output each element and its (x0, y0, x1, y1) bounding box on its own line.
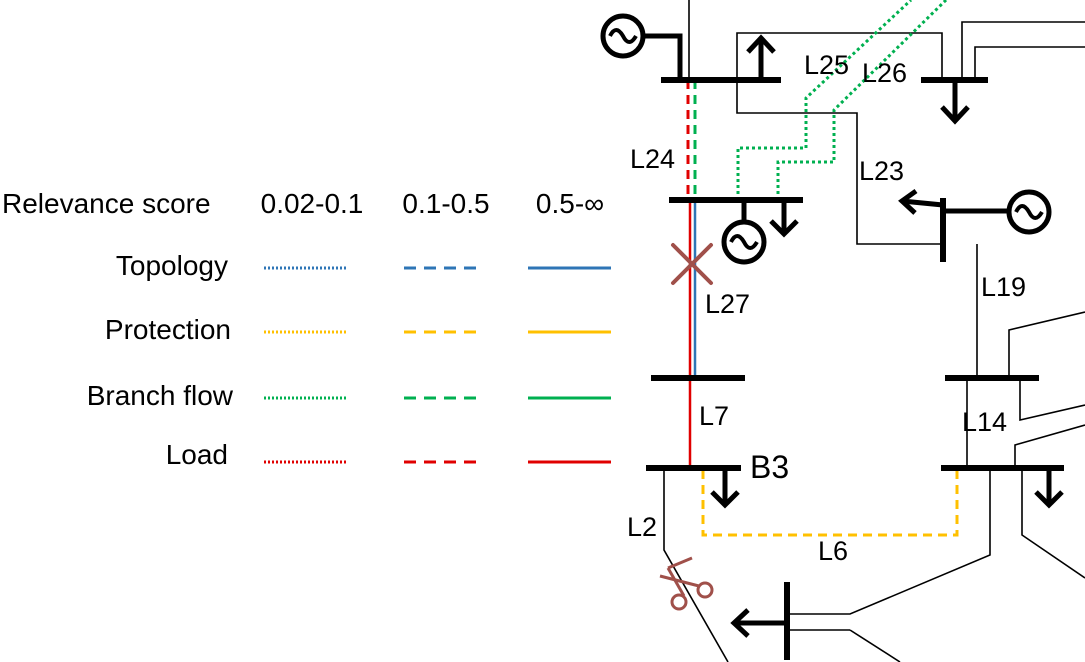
line-l2 (663, 468, 729, 662)
load-arrow-icon (901, 198, 944, 208)
legend-row-protection-label: Protection (105, 314, 231, 345)
legend-row-branch-flow-label: Branch flow (87, 380, 234, 411)
generator-upper-bus (721, 200, 767, 265)
legend-row-topology-label: Topology (116, 250, 228, 281)
l25-branch-flow-relevance-a (736, 0, 913, 200)
generator-top-left (600, 13, 683, 80)
feeder-right-c (1014, 424, 1085, 468)
load-arrow-head (746, 34, 776, 54)
line-l26 (736, 32, 943, 80)
generator-wave (729, 234, 759, 250)
label-b3: B3 (750, 449, 789, 485)
load-arrow-head (940, 105, 970, 125)
legend-range-mid: 0.1-0.5 (402, 188, 489, 219)
generator-wave (1014, 204, 1044, 220)
outage-x-stroke-b (671, 243, 713, 285)
buses (646, 77, 1064, 660)
load-bottom-left (730, 608, 787, 638)
label-l7: L7 (699, 401, 729, 431)
load-b3-down (710, 468, 740, 509)
legend-range-high: 0.5-∞ (536, 188, 604, 219)
load-arrow-head (1034, 490, 1064, 509)
label-l25: L25 (804, 50, 849, 80)
load-arrow-head (769, 219, 799, 238)
line-lower-3 (849, 629, 901, 662)
feeder-right-a (1008, 311, 1085, 378)
load-arrow-head (710, 490, 740, 509)
load-upper-bus-down (769, 200, 799, 238)
load-top-right-down (940, 80, 970, 125)
load-arrow-head (898, 188, 918, 215)
legend-range-low: 0.02-0.1 (261, 188, 364, 219)
relevance-legend: Relevance score 0.02-0.1 0.1-0.5 0.5-∞ T… (2, 188, 611, 470)
line-l23 (736, 80, 943, 245)
l25-branch-flow-relevance-b (776, 0, 948, 200)
legend-row-load-label: Load (166, 439, 228, 470)
scissors-blade-a (666, 567, 686, 597)
label-l27: L27 (705, 289, 750, 319)
loads (710, 34, 1064, 638)
scissors-ring-right (696, 581, 714, 599)
line-lower-1 (787, 468, 991, 615)
load-right-left (898, 188, 944, 215)
generator-right (943, 189, 1052, 235)
feeder-top-right-1 (961, 21, 1085, 80)
transmission-lines (663, 0, 1085, 662)
label-l6: L6 (818, 536, 848, 566)
label-l14: L14 (962, 407, 1007, 437)
l6-protection-relevance (701, 470, 959, 537)
scissors-blade-b (659, 574, 700, 588)
label-l2: L2 (627, 512, 657, 542)
generator-connector (643, 33, 683, 80)
scissors-blade-c (667, 556, 693, 570)
relevance-overlays (686, 0, 959, 537)
load-arrow-head (730, 608, 750, 638)
legend-header: Relevance score (2, 188, 211, 219)
label-l26: L26 (862, 58, 907, 88)
load-lower-right-down (1034, 468, 1064, 509)
generator-wave (608, 28, 638, 44)
feeder-top-right-2 (974, 46, 1085, 80)
line-labels: L25 L26 L24 L23 L27 L19 L7 L14 B3 L2 L6 (627, 50, 1026, 566)
scissors-ring-left (670, 593, 688, 611)
scissors-icon (659, 556, 714, 611)
feeder-right-b (1019, 378, 1085, 422)
label-l23: L23 (859, 156, 904, 186)
feeder-right-d (1021, 468, 1085, 579)
outage-x-icon (671, 243, 713, 285)
label-l19: L19 (981, 272, 1026, 302)
label-l24: L24 (630, 144, 675, 174)
load-top-up (746, 34, 776, 80)
